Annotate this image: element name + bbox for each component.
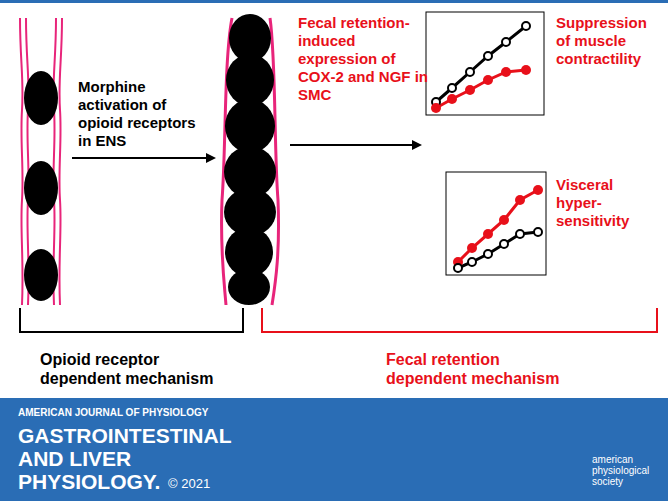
journal-label: AMERICAN JOURNAL OF PHYSIOLOGY (18, 407, 338, 418)
step-label: Morphine activation of opioid receptors … (78, 78, 210, 150)
copyright-label: © 2021 (168, 477, 248, 491)
mechanism-label: Fecal retention dependent mechanism (386, 350, 566, 388)
normal-colon (20, 18, 62, 305)
bracket (20, 308, 243, 332)
journal-title: GASTROINTESTINAL AND LIVER PHYSIOLOGY. (18, 424, 278, 493)
process-arrow (290, 144, 420, 146)
society-label: american physiological society (592, 454, 660, 487)
mechanism-label: Opioid receptor dependent mechanism (40, 350, 220, 388)
process-arrow (72, 157, 214, 159)
sensitivity-chart (446, 172, 546, 275)
step-label: Fecal retention-induced expression of CO… (298, 14, 428, 104)
footer-band: AMERICAN JOURNAL OF PHYSIOLOGY GASTROINTE… (0, 398, 668, 501)
top-rule (0, 0, 668, 3)
bracket (262, 308, 657, 332)
effect-label: Suppression of muscle contractility (556, 14, 656, 68)
dilated-colon (221, 14, 278, 305)
contractility-chart (426, 12, 544, 115)
effect-label: Visceral hyper-sensitivity (556, 176, 646, 230)
